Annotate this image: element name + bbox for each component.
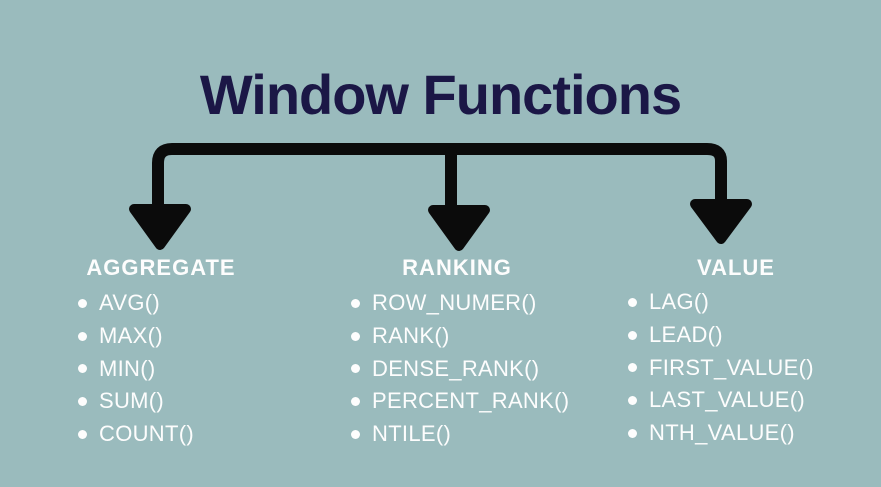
list-item: AVG() — [78, 287, 194, 320]
list-item: LAG() — [628, 286, 814, 319]
list-item: PERCENT_RANK() — [351, 385, 569, 418]
function-name: FIRST_VALUE() — [649, 354, 814, 380]
list-item: MAX() — [78, 320, 194, 353]
list-item: ROW_NUMER() — [351, 287, 569, 320]
list-item: NTH_VALUE() — [628, 417, 814, 450]
bullet-icon — [628, 428, 637, 438]
bullet-icon — [78, 331, 87, 341]
function-list-aggregate: AVG() MAX() MIN() SUM() COUNT() — [78, 287, 194, 450]
bullet-icon — [78, 298, 87, 308]
column-header-ranking: RANKING — [402, 255, 512, 280]
function-name: AVG() — [99, 290, 160, 316]
bullet-icon — [628, 330, 637, 340]
bullet-icon — [351, 429, 360, 439]
function-name: LEAD() — [649, 322, 723, 348]
function-name: MAX() — [99, 323, 163, 349]
list-item: MIN() — [78, 352, 194, 385]
function-name: SUM() — [99, 388, 165, 414]
bullet-icon — [628, 363, 637, 373]
list-item: NTILE() — [351, 418, 569, 451]
column-header-value: VALUE — [697, 255, 775, 280]
bullet-icon — [351, 331, 360, 341]
bullet-icon — [351, 298, 360, 308]
list-item: LEAD() — [628, 319, 814, 352]
function-list-ranking: ROW_NUMER() RANK() DENSE_RANK() PERCENT_… — [351, 287, 569, 450]
bullet-icon — [78, 396, 87, 406]
list-item: LAST_VALUE() — [628, 384, 814, 417]
function-name: LAG() — [649, 289, 710, 315]
bullet-icon — [351, 364, 360, 374]
arrow-down-middle-icon — [428, 205, 490, 251]
bullet-icon — [628, 395, 637, 405]
function-list-value: LAG() LEAD() FIRST_VALUE() LAST_VALUE() … — [628, 286, 814, 449]
function-name: RANK() — [372, 323, 450, 349]
bullet-icon — [78, 429, 87, 439]
function-name: LAST_VALUE() — [649, 387, 806, 413]
function-name: NTILE() — [372, 421, 452, 447]
arrow-down-right-icon — [690, 199, 752, 244]
bullet-icon — [78, 364, 87, 374]
list-item: FIRST_VALUE() — [628, 351, 814, 384]
column-header-aggregate: AGGREGATE — [86, 255, 236, 280]
arrow-down-left-icon — [129, 204, 191, 250]
function-name: COUNT() — [99, 421, 194, 447]
list-item: RANK() — [351, 320, 569, 353]
bullet-icon — [628, 297, 637, 307]
function-name: PERCENT_RANK() — [372, 388, 570, 414]
bullet-icon — [351, 396, 360, 406]
page-title: Window Functions — [199, 63, 682, 126]
list-item: SUM() — [78, 385, 194, 418]
list-item: COUNT() — [78, 418, 194, 451]
function-name: MIN() — [99, 355, 156, 381]
function-name: DENSE_RANK() — [372, 355, 540, 381]
connector-branch-line — [152, 143, 727, 214]
function-name: ROW_NUMER() — [372, 290, 537, 316]
function-name: NTH_VALUE() — [649, 420, 795, 446]
list-item: DENSE_RANK() — [351, 352, 569, 385]
